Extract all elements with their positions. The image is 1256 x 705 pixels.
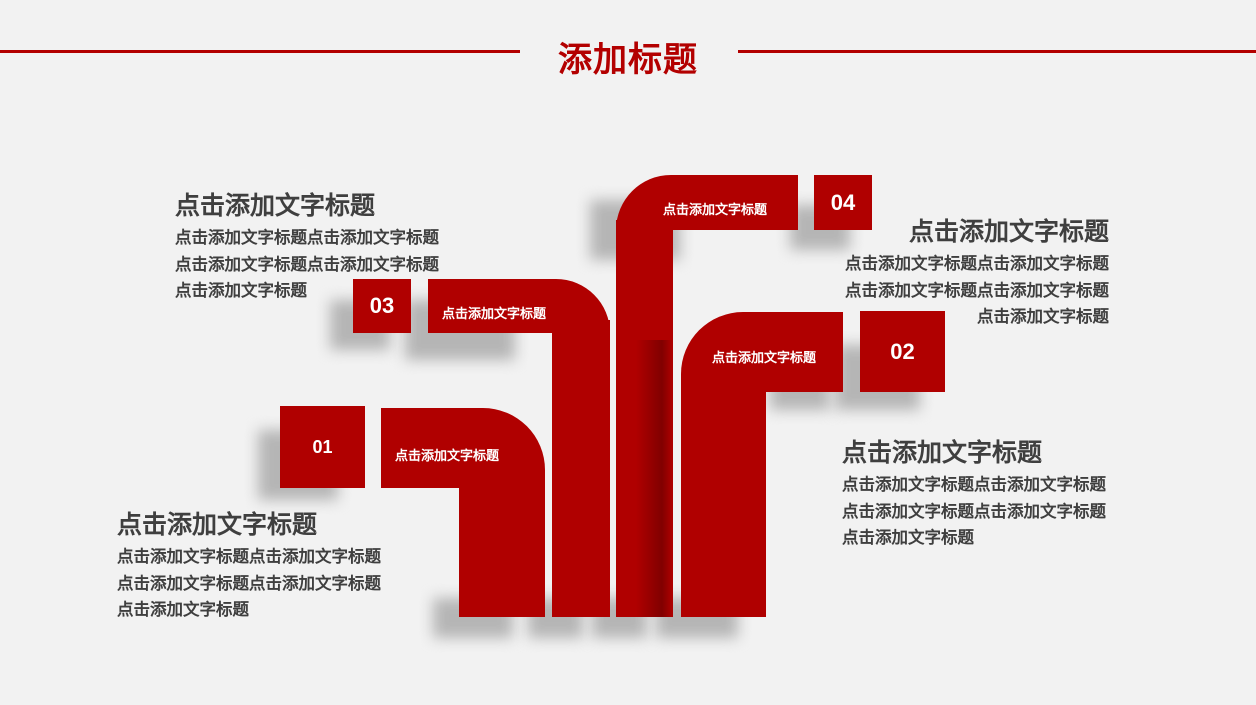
bar-label-04: 点击添加文字标题 [663, 202, 768, 217]
text-block-01: 点击添加文字标题 点击添加文字标题点击添加文字标题 点击添加文字标题点击添加文字… [117, 508, 381, 624]
step-line: 点击添加文字标题点击添加文字标题 [845, 255, 1109, 273]
step-heading: 点击添加文字标题 [117, 511, 318, 539]
step-line: 点击添加文字标题 [977, 308, 1109, 326]
step-line: 点击添加文字标题点击添加文字标题 [175, 229, 439, 247]
step-line: 点击添加文字标题点击添加文字标题 [842, 502, 1106, 521]
text-block-04: 点击添加文字标题 点击添加文字标题点击添加文字标题 点击添加文字标题点击添加文字… [845, 215, 1109, 331]
step-heading: 点击添加文字标题 [175, 192, 376, 220]
step-line: 点击添加文字标题点击添加文字标题 [845, 281, 1109, 300]
arm-02-vertical [681, 380, 766, 617]
title-rule-left [0, 50, 520, 53]
step-number-01: 01 [280, 406, 365, 488]
step-number-02: 02 [860, 311, 945, 392]
arm-04-shade [636, 340, 673, 617]
step-number-03: 03 [353, 279, 411, 333]
page-title: 添加标题 [558, 41, 698, 79]
step-heading: 点击添加文字标题 [842, 439, 1043, 467]
step-line: 点击添加文字标题点击添加文字标题 [117, 548, 381, 566]
bar-label-01: 点击添加文字标题 [395, 448, 500, 463]
text-block-03: 点击添加文字标题 点击添加文字标题点击添加文字标题 点击添加文字标题点击添加文字… [175, 189, 439, 305]
arm-02-horizontal [681, 312, 843, 392]
bar-label-03: 点击添加文字标题 [442, 306, 547, 321]
step-number-04: 04 [814, 175, 872, 230]
bar-label-02: 点击添加文字标题 [712, 350, 817, 365]
step-line: 点击添加文字标题 [175, 282, 307, 300]
step-line: 点击添加文字标题点击添加文字标题 [842, 476, 1106, 494]
title-rule-right [738, 50, 1256, 53]
arm-03-vertical [552, 320, 610, 617]
step-line: 点击添加文字标题点击添加文字标题 [117, 574, 381, 593]
arm-01-vertical [459, 470, 545, 617]
step-line: 点击添加文字标题 [842, 529, 974, 547]
step-heading: 点击添加文字标题 [908, 218, 1109, 246]
text-block-02: 点击添加文字标题 点击添加文字标题点击添加文字标题 点击添加文字标题点击添加文字… [842, 436, 1106, 552]
step-line: 点击添加文字标题点击添加文字标题 [175, 255, 439, 274]
step-line: 点击添加文字标题 [117, 601, 249, 619]
